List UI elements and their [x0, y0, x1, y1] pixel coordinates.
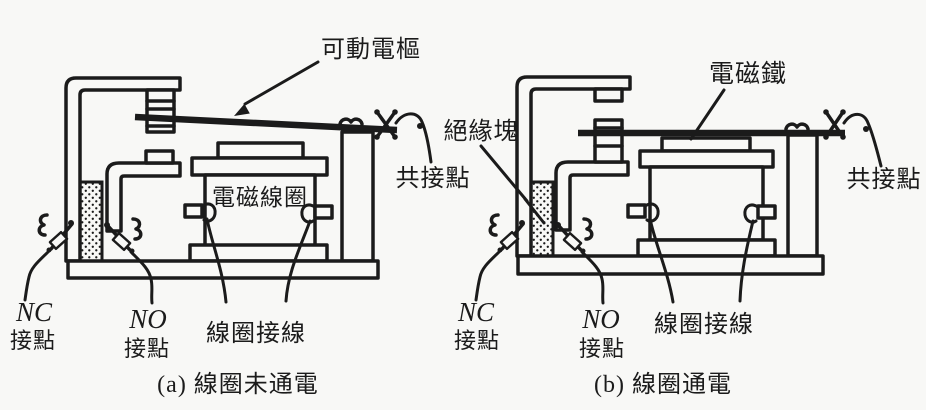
no-spring-a — [104, 217, 154, 305]
common-wire-a — [394, 112, 433, 164]
base-plate-b — [516, 254, 825, 276]
support-post-a — [340, 130, 375, 263]
nc-spring-b — [474, 213, 525, 302]
moving-contact-stack-b — [593, 118, 624, 164]
nc-sublabel-a: 接點 — [10, 328, 56, 353]
insulation-block-label: 絕緣塊 — [444, 118, 519, 145]
coil-core-cap-b — [660, 136, 752, 153]
relay-diagram-a: 可動電樞 電磁線圈 共接點 NC 接點 NO 接點 線圈接線 (a) 線圈未通電 — [10, 36, 471, 398]
support-post-b — [786, 133, 819, 258]
coil-body-b — [648, 165, 765, 242]
no-wire-b — [580, 250, 605, 305]
nc-spring-a — [23, 213, 74, 302]
coil-wiring-label-a: 線圈接線 — [206, 320, 306, 347]
no-contact-arm-a — [105, 161, 182, 233]
nc-sublabel-b: 接點 — [454, 328, 500, 353]
nc-wire-b — [474, 249, 502, 302]
no-sublabel-a: 接點 — [124, 336, 170, 361]
caption-b: (b) 線圈通電 — [594, 371, 732, 398]
insulation-block-leader — [479, 144, 546, 225]
coil-core-cap-a — [216, 141, 305, 160]
moving-contact-stack-a — [145, 88, 176, 134]
coil-bottom-flange-a — [188, 243, 329, 263]
coil-top-flange-b — [638, 149, 775, 169]
coil-lead-right-b — [738, 219, 755, 303]
coil-lead-left-a — [205, 217, 228, 304]
common-wire-b — [842, 112, 883, 168]
no-contact-arm-b — [554, 160, 630, 232]
common-contact-assembly-b — [784, 109, 883, 168]
common-contact-label-a: 共接點 — [396, 165, 471, 192]
nc-label-a: NC — [15, 297, 53, 327]
coil-label-a: 電磁線圈 — [212, 185, 308, 210]
coil-terminals-b — [626, 202, 777, 304]
armature-bar-a — [134, 113, 398, 134]
coil-assembly-b — [636, 136, 777, 258]
caption-a: (a) 線圈未通電 — [157, 371, 319, 398]
insulation-column-a — [78, 180, 104, 263]
coil-terminals-a — [183, 202, 334, 304]
coil-wiring-label-b: 線圈接線 — [654, 311, 754, 338]
coil-lead-right-a — [284, 219, 312, 303]
nc-fixed-contact-b — [593, 87, 624, 103]
electromagnet-label: 電磁鐵 — [709, 60, 787, 88]
no-sublabel-b: 接點 — [579, 336, 625, 361]
relay-frame-b — [515, 75, 632, 258]
relay-diagram-b: 電磁鐵 絕緣塊 共接點 NC 接點 NO 接點 線圈接線 (b) 線圈通電 — [444, 60, 922, 398]
armature-arrow — [234, 60, 320, 116]
no-wire-a — [129, 250, 154, 305]
no-label-b: NO — [581, 304, 620, 334]
common-contact-label-b: 共接點 — [847, 166, 922, 193]
no-fixed-contact-a — [144, 149, 175, 165]
no-spring-b — [555, 217, 605, 305]
common-contact-assembly-a — [338, 109, 433, 164]
movable-armature-label: 可動電樞 — [321, 36, 421, 63]
coil-lead-left-b — [648, 217, 675, 304]
relay-frame-a — [64, 76, 182, 263]
no-label-a: NO — [128, 304, 167, 334]
coil-top-flange-a — [190, 156, 329, 177]
nc-wire-a — [23, 249, 51, 302]
nc-label-b: NC — [457, 297, 495, 327]
electromagnet-leader — [689, 88, 726, 141]
